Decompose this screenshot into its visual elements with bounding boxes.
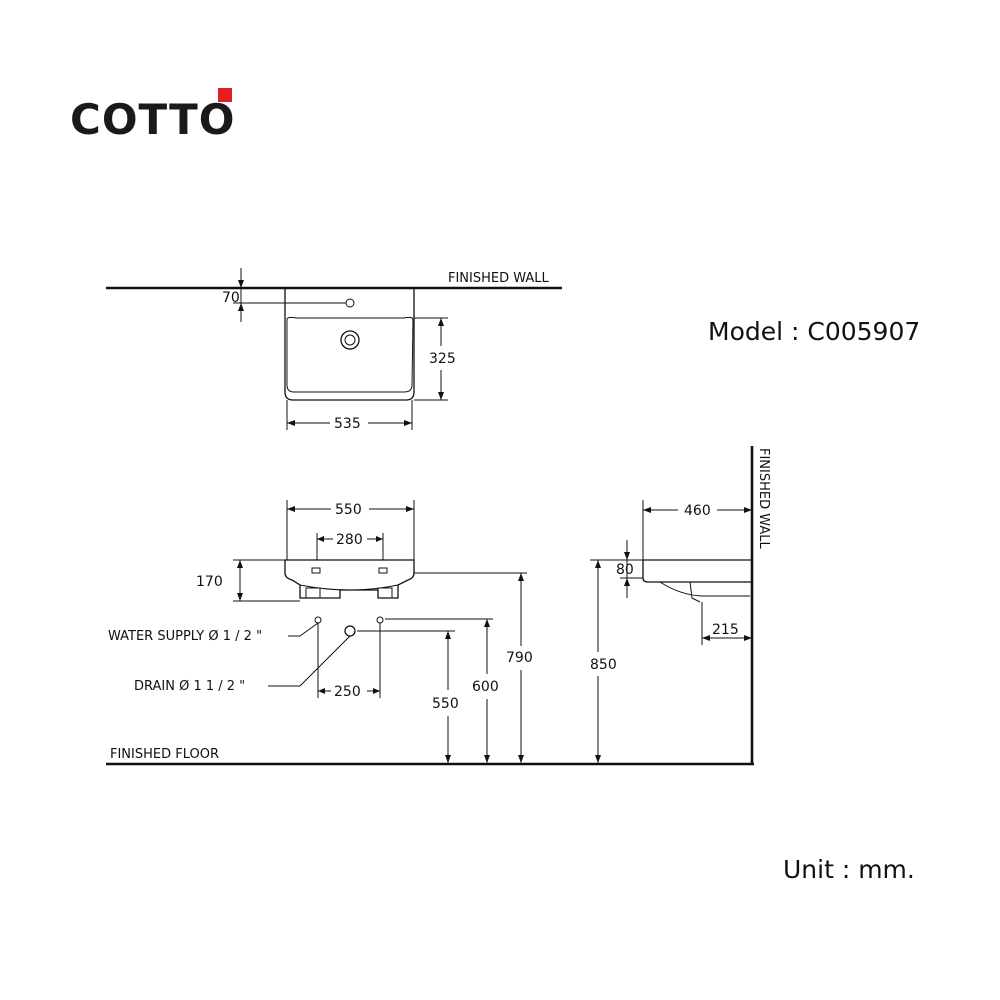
side-basin-body (642, 559, 752, 583)
dim-280-arrow-a (317, 536, 324, 542)
dim-280-arrow-b (376, 536, 383, 542)
side-view: FINISHED WALL 460 80 850 215 (590, 446, 771, 764)
unit-label: Unit : mm. (783, 855, 915, 884)
finished-wall-label-top: FINISHED WALL (448, 271, 550, 286)
top-basin-bowl (286, 316, 414, 393)
top-drain-outer (340, 330, 360, 350)
dim-550h-arrow-b (445, 755, 451, 763)
dim-550w-arrow-b (406, 506, 414, 512)
dim-rim-height: 790 (506, 650, 533, 666)
dim-basin-height: 170 (196, 574, 223, 590)
dim-tap-spacing: 280 (336, 532, 363, 548)
dim-side-rim-thickness: 80 (616, 562, 634, 578)
dim-70-arrow-b (238, 303, 244, 311)
dim-600-arrow-b (484, 755, 490, 763)
side-drain-profile (689, 581, 701, 603)
dim-850-arrow-b (595, 755, 601, 763)
dim-325-arrow-a (438, 318, 444, 326)
front-tap-hole-b (378, 567, 388, 574)
dim-80-arrow-b (624, 578, 630, 586)
dim-side-drain-offset: 215 (712, 622, 739, 638)
dim-top-depth: 325 (429, 351, 456, 367)
model-label: Model : C005907 (708, 317, 920, 346)
dim-side-height: 850 (590, 657, 617, 673)
dim-535-arrow-a (287, 420, 295, 426)
top-drain-inner (344, 334, 356, 346)
water-supply-point-a (314, 616, 322, 624)
front-bracket-b (377, 587, 393, 599)
dim-325-arrow-b (438, 392, 444, 400)
dim-535-arrow-b (404, 420, 412, 426)
drain-leader (268, 635, 351, 687)
top-view: FINISHED WALL 70 325 535 (106, 268, 562, 432)
front-basin-bowl-curve (299, 584, 399, 591)
dim-550w-arrow-a (287, 506, 295, 512)
dim-top-width: 535 (334, 416, 361, 432)
dim-850-arrow-a (595, 560, 601, 568)
front-view: 550 280 170 WATER SUPPLY Ø 1 / 2 " DRAIN… (108, 500, 533, 763)
water-supply-point-b (376, 616, 384, 624)
dim-170-arrow-a (237, 560, 243, 568)
dim-side-projection: 460 (684, 503, 711, 519)
dim-250-arrow-a (318, 688, 325, 694)
dim-80-arrow-a (624, 552, 630, 560)
front-bracket-a (305, 587, 321, 599)
dim-top-offset: 70 (222, 290, 240, 306)
water-supply-label: WATER SUPPLY Ø 1 / 2 " (108, 629, 262, 644)
top-basin-outline (284, 288, 415, 401)
drain-label: DRAIN Ø 1 1 / 2 " (134, 679, 245, 694)
front-tap-hole-a (311, 567, 321, 574)
dim-460-arrow-a (643, 507, 651, 513)
brand-name: COTTO (70, 95, 236, 144)
side-basin-bowl-curve (659, 581, 750, 597)
finished-wall-label-side: FINISHED WALL (756, 448, 771, 550)
dim-600-arrow-a (484, 619, 490, 627)
brand-logo: COTTO (70, 88, 236, 144)
front-basin-body (284, 559, 415, 599)
dim-460-arrow-b (744, 507, 752, 513)
finished-floor-label: FINISHED FLOOR (110, 747, 219, 762)
dim-supply-spacing: 250 (334, 684, 361, 700)
dim-front-width: 550 (335, 502, 362, 518)
dim-supply-height: 600 (472, 679, 499, 695)
drain-point (344, 625, 356, 637)
dim-drain-height: 550 (432, 696, 459, 712)
dim-250-arrow-b (373, 688, 380, 694)
dim-790-arrow-b (518, 755, 524, 763)
dim-550h-arrow-a (445, 631, 451, 639)
dim-215-arrow-a (702, 635, 710, 641)
dim-170-arrow-b (237, 593, 243, 601)
water-supply-leader (288, 622, 319, 637)
dim-790-arrow-a (518, 573, 524, 581)
dim-70-arrow-a (238, 280, 244, 288)
dim-215-arrow-b (744, 635, 752, 641)
top-tap-hole (345, 298, 355, 308)
brand-red-square (218, 88, 232, 102)
